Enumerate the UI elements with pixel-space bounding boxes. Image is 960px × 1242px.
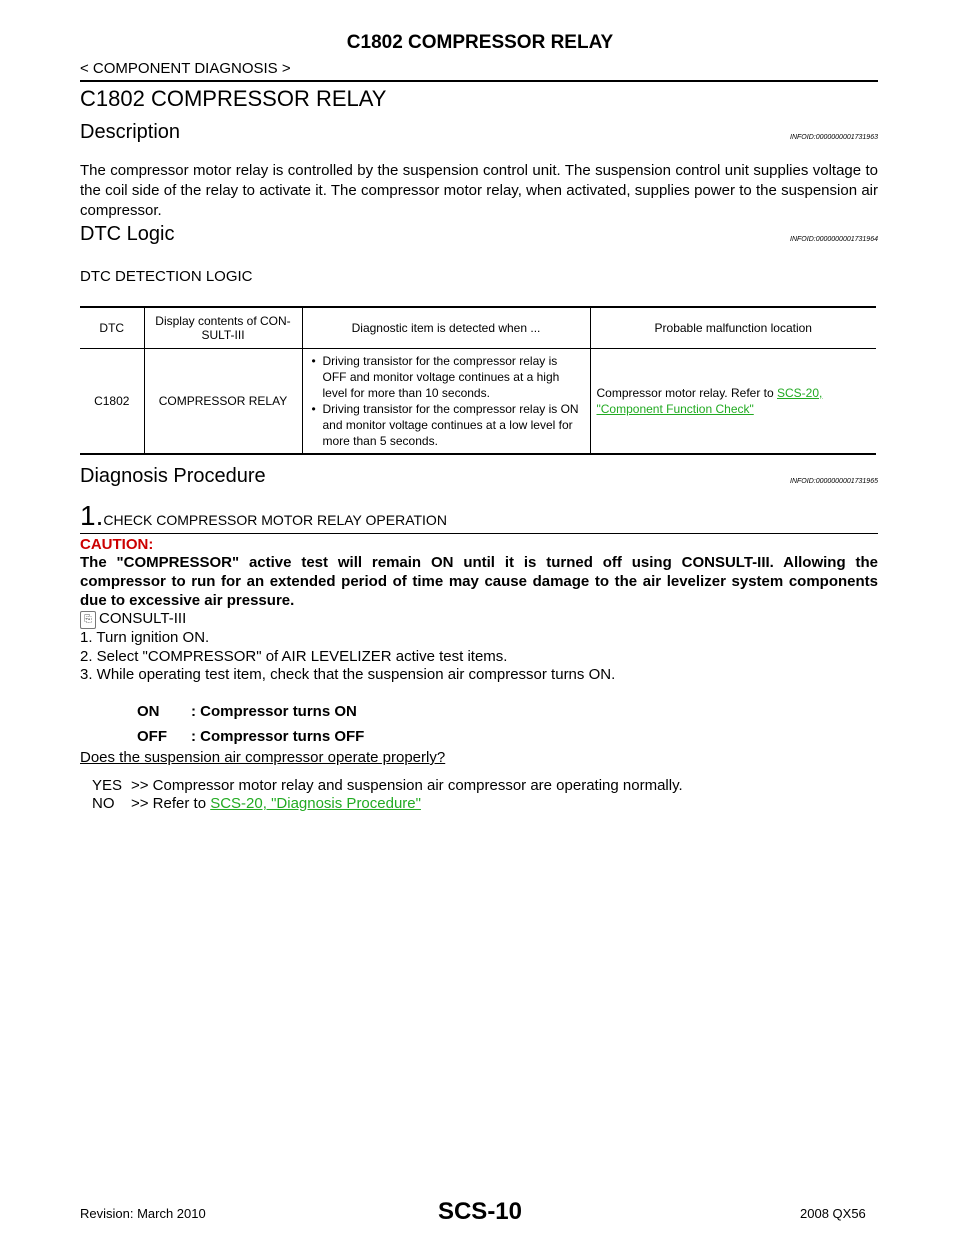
- consult-tool-icon: ⎘: [80, 611, 96, 629]
- answer-no: NO >> Refer to SCS-20, "Diagnosis Procedu…: [92, 795, 421, 812]
- spec-key: OFF: [137, 728, 167, 745]
- description-text: The compressor motor relay is controlled…: [80, 162, 878, 219]
- footer-revision: Revision: March 2010: [80, 1206, 206, 1221]
- diagnosis-procedure-link[interactable]: SCS-20, "Diagnosis Procedure": [210, 795, 421, 812]
- procedure-step: 1. Turn ignition ON.: [80, 629, 210, 646]
- footer-model: 2008 QX56: [800, 1206, 866, 1221]
- question: Does the suspension air compressor opera…: [80, 749, 446, 766]
- answer-yes: YES >> Compressor motor relay and suspens…: [92, 777, 683, 794]
- caution-text: The "COMPRESSOR" active test will remain…: [80, 554, 878, 609]
- cell-location: Compressor motor relay. Refer to SCS-20,…: [589, 348, 876, 455]
- spec-key: ON: [137, 703, 160, 720]
- header-rule: [80, 80, 878, 82]
- dtc-table: DTC Display contents of CON-SULT-III Dia…: [80, 306, 876, 455]
- spec-row: ON : Compressor turns ON: [137, 703, 357, 720]
- section-title: C1802 COMPRESSOR RELAY: [80, 86, 387, 111]
- location-text: Compressor motor relay. Refer to: [596, 386, 777, 400]
- diagnosis-heading: Diagnosis Procedure: [80, 465, 266, 487]
- running-title: C1802 COMPRESSOR RELAY: [346, 32, 614, 53]
- caution-label: CAUTION:: [80, 536, 154, 553]
- header-diagnostic-item: Diagnostic item is detected when ...: [301, 306, 590, 349]
- header-display-contents: Display contents of CON-SULT-III: [143, 306, 302, 349]
- yes-key: YES: [92, 777, 123, 794]
- page-number: SCS-10: [437, 1198, 523, 1225]
- tool-label: CONSULT-III: [99, 610, 187, 627]
- procedure-step: 2. Select "COMPRESSOR" of AIR LEVELIZER …: [80, 648, 508, 665]
- step-title: CHECK COMPRESSOR MOTOR RELAY OPERATION: [103, 512, 447, 528]
- yes-text: >> Compressor motor relay and suspension…: [131, 777, 683, 794]
- step-rule: [80, 533, 878, 534]
- dtc-detection-logic-subheading: DTC DETECTION LOGIC: [80, 268, 253, 285]
- cell-conditions: Driving transistor for the compressor re…: [301, 348, 590, 455]
- step-heading: 1.CHECK COMPRESSOR MOTOR RELAY OPERATION: [80, 500, 447, 532]
- header-probable-location: Probable malfunction location: [589, 306, 876, 349]
- header-dtc: DTC: [80, 306, 144, 349]
- spec-row: OFF : Compressor turns OFF: [137, 728, 364, 745]
- step-number: 1.: [80, 500, 104, 531]
- breadcrumb: < COMPONENT DIAGNOSIS >: [80, 60, 291, 77]
- description-heading: Description: [80, 121, 181, 143]
- no-key: NO: [92, 795, 115, 812]
- no-text: >> Refer to: [131, 795, 211, 812]
- spec-value: : Compressor turns ON: [191, 703, 357, 720]
- component-function-check-link[interactable]: SCS-20, "Component Function Check": [596, 386, 823, 416]
- condition-item: Driving transistor for the compressor re…: [309, 401, 584, 449]
- dtc-logic-infoid: INFOID:0000000001731964: [790, 236, 878, 243]
- procedure-step: 3. While operating test item, check that…: [80, 666, 616, 683]
- cell-display: COMPRESSOR RELAY: [143, 348, 302, 455]
- dtc-table-header: DTC Display contents of CON-SULT-III Dia…: [80, 306, 876, 349]
- diagnosis-infoid: INFOID:0000000001731965: [790, 478, 878, 485]
- description-infoid: INFOID:0000000001731963: [790, 134, 878, 141]
- dtc-logic-heading: DTC Logic: [80, 223, 175, 245]
- spec-value: : Compressor turns OFF: [191, 728, 365, 745]
- table-row: C1802 COMPRESSOR RELAY Driving transisto…: [80, 348, 876, 455]
- condition-item: Driving transistor for the compressor re…: [309, 353, 584, 401]
- cell-dtc: C1802: [80, 348, 144, 455]
